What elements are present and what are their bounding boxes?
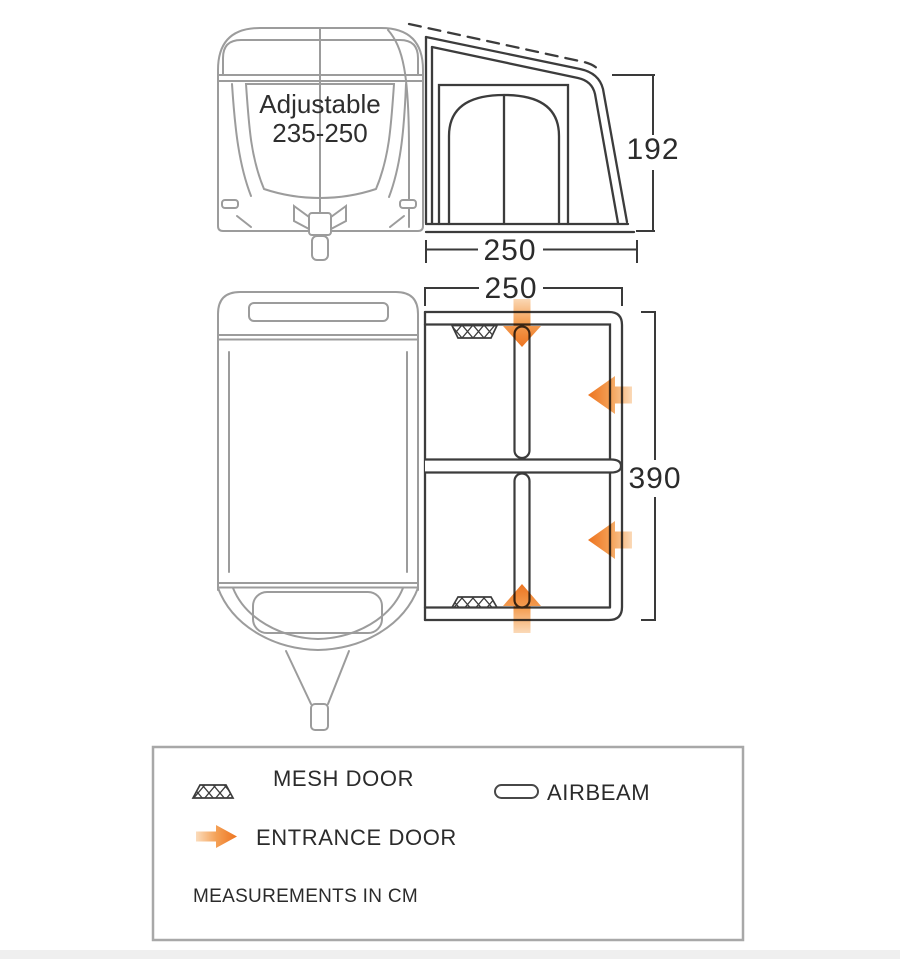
- mesh-door-icon-bottom: [450, 596, 499, 609]
- height-dim-label: 192: [626, 133, 679, 166]
- awning-roof-outer: [424, 35, 629, 224]
- caravan-front-window-panel: [244, 83, 396, 199]
- caravan-steady-left: [236, 215, 252, 228]
- awning-base: [424, 222, 636, 234]
- caravan-light-right: [399, 199, 417, 209]
- airbeam-icon: [494, 784, 539, 799]
- caravan-topview-bow-outer: [217, 587, 419, 652]
- entrance-door-arrows: [503, 299, 632, 633]
- adjustable-label-line1: Adjustable: [259, 89, 380, 119]
- legend-entrance-door-label: ENTRANCE DOOR: [256, 825, 457, 850]
- awning-side-view: [407, 22, 636, 234]
- caravan-topview-bow-inner: [232, 587, 404, 641]
- entrance-arrow-right-lower-icon: [588, 521, 632, 559]
- height-dimension: 192: [612, 74, 679, 232]
- legend-box: MESH DOOR AIRBEAM ENTRANCE DOOR MEASUREM…: [151, 745, 745, 942]
- caravan-topview-coupling: [310, 703, 329, 731]
- legend-border: [151, 745, 745, 942]
- caravan-rear-quarter-curve: [387, 29, 410, 228]
- depth-dim-label: 250: [483, 234, 536, 267]
- floorplan-length-dimension: 390: [628, 311, 681, 621]
- bottom-edge-strip: [0, 950, 900, 959]
- awning-front-edge: [424, 35, 434, 225]
- caravan-topview-inner-walls: [228, 351, 408, 573]
- entrance-door-icon-legend: [196, 825, 237, 848]
- legend-airbeam-label: AIRBEAM: [547, 780, 650, 805]
- caravan-top-view: [217, 291, 419, 731]
- caravan-topview-body: [217, 291, 419, 591]
- mesh-door-icon-top: [450, 324, 499, 339]
- depth-dim-ticks: [425, 240, 638, 263]
- caravan-body-outline: [217, 27, 424, 232]
- caravan-topview-window: [248, 302, 389, 322]
- floorplan-length-label: 390: [628, 462, 681, 495]
- adjustable-label-line2: 235-250: [272, 118, 367, 148]
- caravan-front-view: Adjustable 235-250: [217, 27, 424, 261]
- entrance-arrow-bottom-icon: [503, 584, 541, 633]
- floorplan-length-ticks: [641, 311, 656, 621]
- caravan-topview-front-lines: [217, 582, 419, 589]
- caravan-light-left: [221, 199, 239, 209]
- entrance-arrow-top-icon: [503, 299, 541, 347]
- hitch-stem: [308, 212, 332, 236]
- measurements-note: MEASUREMENTS IN CM: [193, 886, 418, 907]
- awning-floor-plan: [423, 310, 624, 622]
- awning-adjustable-dashed-line: [407, 22, 602, 74]
- floorplan-width-dimension: 250: [424, 272, 623, 306]
- floorplan-width-ticks: [424, 287, 623, 306]
- entrance-arrow-right-upper-icon: [588, 376, 632, 414]
- caravan-side-curtain-left: [231, 83, 252, 197]
- caravan-topview-rear-lines: [217, 334, 419, 341]
- hitch-coupling: [311, 235, 329, 261]
- airbeam-middle-horizontal: [425, 458, 623, 474]
- awning-door-frame: [437, 83, 570, 226]
- legend-mesh-door-label: MESH DOOR: [273, 766, 414, 791]
- height-dim-ticks: [612, 74, 655, 232]
- depth-dimension: 250: [425, 234, 638, 267]
- mesh-door-icon-legend: [191, 784, 235, 799]
- caravan-topview-aframe: [285, 650, 350, 705]
- caravan-side-curtain-right: [388, 83, 407, 198]
- awning-roof-inner: [430, 45, 620, 225]
- caravan-steady-right: [389, 215, 405, 228]
- caravan-topview-locker: [252, 591, 383, 634]
